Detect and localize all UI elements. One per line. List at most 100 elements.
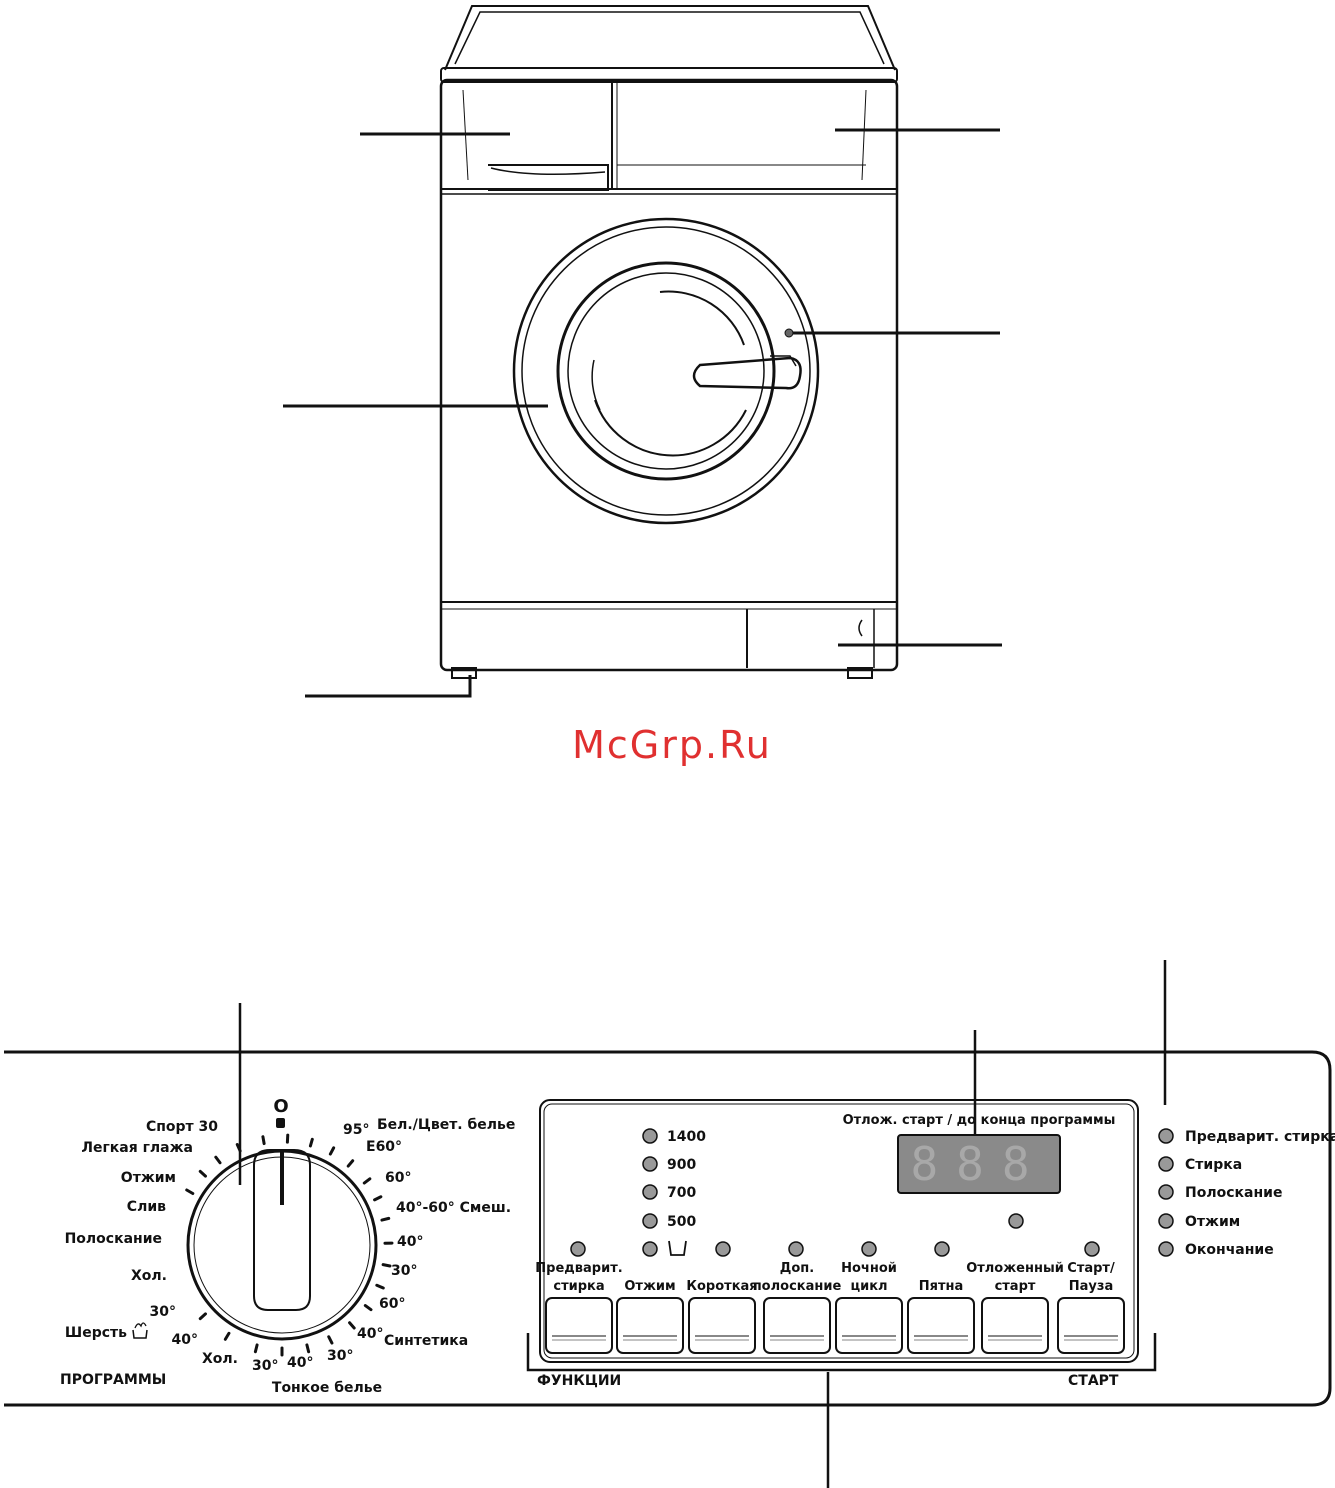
phase-led xyxy=(1158,1213,1174,1229)
speed-led xyxy=(642,1156,658,1172)
dial-tick xyxy=(235,1143,242,1153)
dial-label-synth-60: 60° xyxy=(379,1296,405,1312)
dial-label-synthetics: Синтетика xyxy=(384,1333,468,1349)
dial-label-cotton-95: 95° xyxy=(343,1122,369,1138)
delay-start-label-line1: Отложенный xyxy=(966,1261,1064,1276)
quick-label-line2: Короткая xyxy=(686,1279,757,1294)
extra-rinse-label-line1: Доп. xyxy=(780,1261,814,1276)
start-pause-button[interactable] xyxy=(1057,1297,1125,1354)
callout-feet xyxy=(305,675,472,698)
dial-tick xyxy=(380,1216,391,1222)
function-led xyxy=(934,1241,950,1257)
prewash-label-line2: стирка xyxy=(553,1279,604,1294)
start-pause-label-line2: Пауза xyxy=(1069,1279,1113,1294)
dial-tick xyxy=(305,1343,311,1354)
start-pause-label-line1: Старт/ xyxy=(1067,1261,1115,1276)
display-digits: 888 xyxy=(910,1137,1047,1191)
dial-tick xyxy=(346,1159,355,1168)
speed-label-900: 900 xyxy=(667,1157,696,1173)
quick-button[interactable] xyxy=(688,1297,756,1354)
night-cycle-label-line2: цикл xyxy=(850,1279,887,1294)
dial-tick xyxy=(348,1321,356,1330)
dial-label-wool: Шерсть xyxy=(65,1325,127,1341)
dial-label-cotton: Бел./Цвет. белье xyxy=(377,1117,515,1133)
dial-tick xyxy=(362,1177,372,1185)
phase-label-rinse: Полоскание xyxy=(1185,1185,1282,1201)
dial-label-mixed: 40°-60° Смеш. xyxy=(396,1200,511,1216)
speed-label-700: 700 xyxy=(667,1185,696,1201)
night-cycle-label-line1: Ночной xyxy=(841,1261,897,1276)
dial-label-spin: Отжим xyxy=(121,1170,176,1186)
spin-button[interactable] xyxy=(616,1297,684,1354)
dial-label-sport: Спорт 30 xyxy=(146,1119,218,1135)
dial-tick xyxy=(198,1312,207,1321)
phase-led xyxy=(1158,1241,1174,1257)
time-display xyxy=(897,1134,1061,1194)
phase-indicator-leds xyxy=(1158,1128,1174,1257)
speed-label-1400: 1400 xyxy=(667,1129,706,1145)
dial-label-mixed-40: 40° xyxy=(397,1234,423,1250)
start-label: СТАРТ xyxy=(1068,1373,1119,1389)
function-led xyxy=(788,1241,804,1257)
dial-tick xyxy=(253,1343,259,1354)
dial-tick-marks xyxy=(185,1133,394,1357)
dial-tick xyxy=(327,1335,334,1345)
function-led xyxy=(861,1241,877,1257)
dial-tick xyxy=(373,1195,383,1202)
phase-led xyxy=(1158,1184,1174,1200)
button-labels: Предварит. стирка Отжим Короткая Доп. полоска… xyxy=(535,1261,1115,1294)
dial-tick xyxy=(308,1137,314,1148)
function-panel-frame xyxy=(539,1099,1139,1363)
extra-rinse-label-line2: полоскание xyxy=(753,1279,842,1294)
phase-label-prewash: Предварит. стирка xyxy=(1185,1129,1335,1145)
washing-machine xyxy=(283,5,1002,698)
speed-label-500: 500 xyxy=(667,1214,696,1230)
function-leds xyxy=(570,1241,1100,1257)
delay-led xyxy=(1008,1213,1024,1229)
dial-label-cold-bottom: Хол. xyxy=(202,1351,238,1367)
watermark-text: McGrp.Ru xyxy=(572,723,772,767)
dial-label-delicate-30: 30° xyxy=(252,1358,278,1374)
function-led xyxy=(642,1241,658,1257)
functions-label: ФУНКЦИИ xyxy=(537,1373,621,1389)
night-cycle-button[interactable] xyxy=(835,1297,903,1354)
dial-label-synth-40: 40° xyxy=(357,1326,383,1342)
extra-rinse-button[interactable] xyxy=(763,1297,831,1354)
dial-label-wool-40: 40° xyxy=(172,1332,198,1348)
delay-start-button[interactable] xyxy=(981,1297,1049,1354)
prewash-button[interactable] xyxy=(545,1297,613,1354)
prewash-label-line1: Предварит. xyxy=(535,1261,622,1276)
phase-led xyxy=(1158,1128,1174,1144)
function-bracket xyxy=(526,1333,1157,1372)
dial-label-mixed-30: 30° xyxy=(391,1263,417,1279)
function-led xyxy=(715,1241,731,1257)
dial-label-wool-30: 30° xyxy=(150,1304,176,1320)
dial-tick xyxy=(185,1188,195,1195)
spin-label-line2: Отжим xyxy=(624,1279,675,1294)
dial-label-drain: Слив xyxy=(127,1199,166,1215)
dial-tick xyxy=(363,1304,373,1312)
function-led xyxy=(570,1241,586,1257)
phase-label-spin: Отжим xyxy=(1185,1214,1240,1230)
dial-label-cotton-60: 60° xyxy=(385,1170,411,1186)
dial-tick xyxy=(261,1135,266,1146)
dial-label-synth-30: 30° xyxy=(327,1348,353,1364)
speed-led xyxy=(642,1184,658,1200)
no-spin-icon xyxy=(668,1240,687,1256)
wool-handwash-icon xyxy=(132,1322,148,1339)
stains-button[interactable] xyxy=(907,1297,975,1354)
dial-tick xyxy=(375,1283,385,1290)
control-panel: O Спорт 30 Легкая глажа Отжим Слив Полос… xyxy=(4,960,1335,1488)
dial-label-light-iron: Легкая глажа xyxy=(81,1140,193,1156)
dial-tick xyxy=(381,1263,392,1268)
phase-label-end: Окончание xyxy=(1185,1242,1274,1258)
display-title: Отлож. старт / до конца программы xyxy=(843,1113,1116,1128)
dial-label-rinse: Полоскание xyxy=(65,1231,162,1247)
speed-led xyxy=(642,1213,658,1229)
phase-led xyxy=(1158,1156,1174,1172)
program-dial[interactable] xyxy=(186,1149,378,1341)
phase-label-wash: Стирка xyxy=(1185,1157,1242,1173)
dial-off-mark xyxy=(276,1118,285,1128)
dial-off-symbol: O xyxy=(273,1096,288,1117)
